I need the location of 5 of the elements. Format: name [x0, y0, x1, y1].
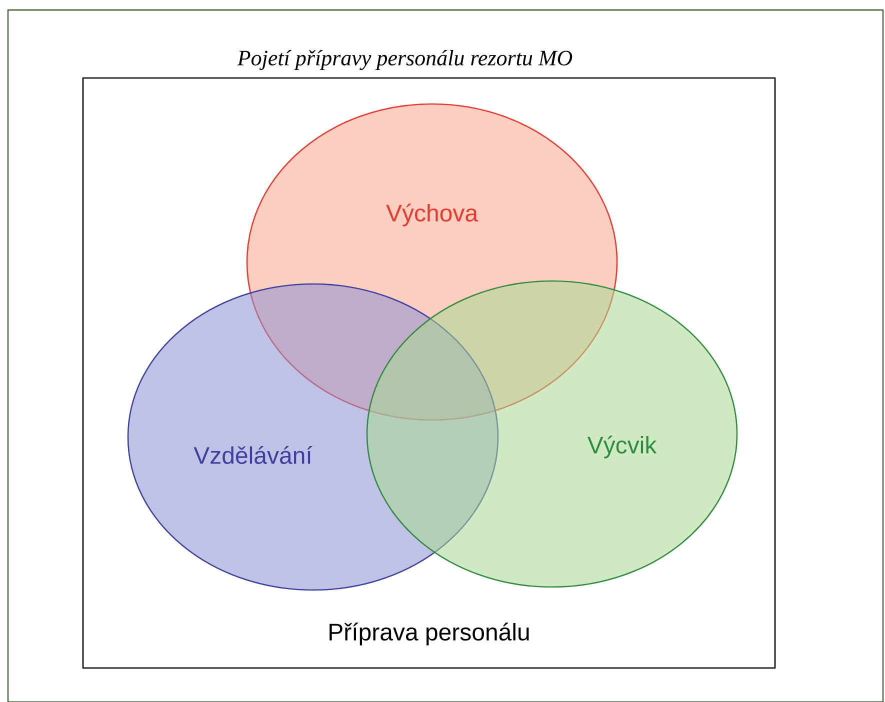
title: Pojetí přípravy personálu rezortu MO — [237, 50, 572, 70]
set-label: Vzdělávání — [194, 446, 312, 464]
set-label: Výcvik — [587, 436, 657, 458]
set-label: Výchova — [386, 204, 478, 226]
set-label: Příprava personálu — [330, 622, 529, 646]
